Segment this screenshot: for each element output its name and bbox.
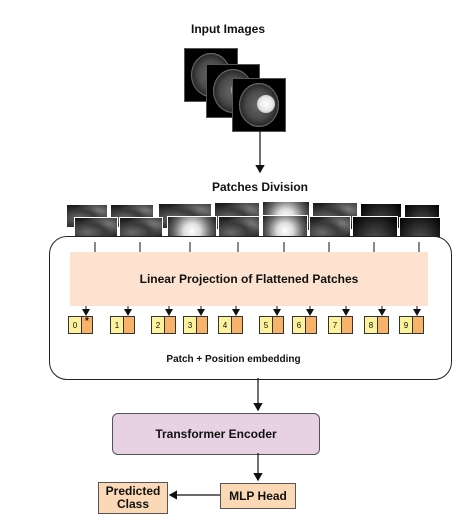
token-9: 9	[399, 316, 424, 334]
token-embedding	[232, 316, 243, 334]
transformer-encoder-box: Transformer Encoder	[112, 413, 320, 455]
predicted-class-box: Predicted Class	[98, 482, 168, 514]
patch-connector-ticks	[94, 242, 420, 252]
token-embedding	[306, 316, 317, 334]
transformer-encoder-label: Transformer Encoder	[155, 427, 277, 441]
token-1: 1	[110, 316, 135, 334]
mlp-head-box: MLP Head	[220, 483, 296, 509]
token-number: 0	[68, 316, 82, 334]
token-number: 9	[399, 316, 413, 334]
token-number: 5	[259, 316, 273, 334]
embedding-label: Patch + Position embedding	[166, 354, 301, 365]
token-5: 5	[259, 316, 284, 334]
token-embedding: *	[82, 316, 93, 334]
mri-image-3	[232, 78, 286, 132]
token-number: 6	[292, 316, 306, 334]
token-embedding	[378, 316, 389, 334]
token-8: 8	[364, 316, 389, 334]
token-number: 8	[364, 316, 378, 334]
token-4: 4	[218, 316, 243, 334]
token-6: 6	[292, 316, 317, 334]
token-arrows	[82, 306, 421, 316]
mlp-head-label: MLP Head	[229, 489, 287, 503]
token-embedding	[342, 316, 353, 334]
input-images-title: Input Images	[190, 22, 265, 36]
token-3: 3	[183, 316, 208, 334]
token-embedding	[124, 316, 135, 334]
token-embedding	[273, 316, 284, 334]
predicted-class-line2: Class	[116, 497, 150, 511]
token-number: 7	[328, 316, 342, 334]
token-7: 7	[328, 316, 353, 334]
token-number: 2	[151, 316, 165, 334]
linear-projection-label: Linear Projection of Flattened Patches	[139, 272, 359, 286]
token-number: 1	[110, 316, 124, 334]
predicted-class-line1: Predicted	[105, 484, 161, 498]
token-embedding	[197, 316, 208, 334]
token-number: 3	[183, 316, 197, 334]
patches-division-title: Patches Division	[211, 180, 309, 194]
token-0: 0*	[68, 316, 93, 334]
token-embedding	[165, 316, 176, 334]
token-2: 2	[151, 316, 176, 334]
token-embedding	[413, 316, 424, 334]
linear-projection-box: Linear Projection of Flattened Patches	[70, 252, 428, 306]
token-number: 4	[218, 316, 232, 334]
